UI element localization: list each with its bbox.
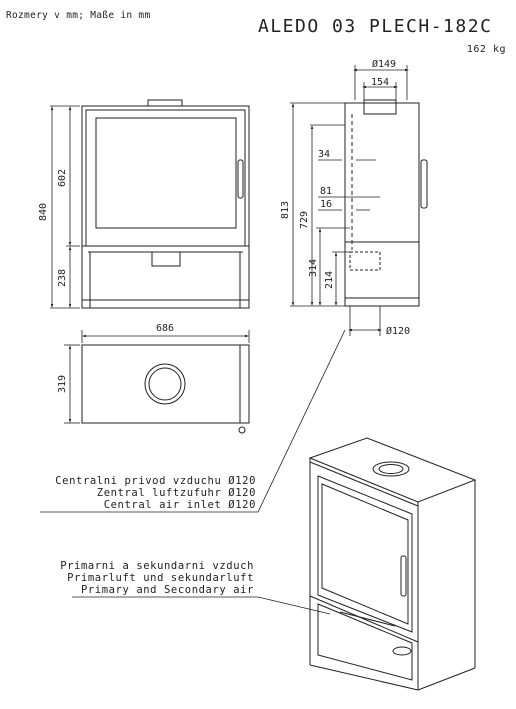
weight-label: 162 kg [466, 44, 506, 55]
front-view [81, 99, 250, 309]
front-body [81, 105, 250, 309]
top-body [81, 344, 250, 424]
dim-top-width: 686 [156, 323, 174, 334]
dim-top-depth: 319 [57, 375, 68, 393]
dim-314: 314 [308, 259, 319, 277]
dim-base-height: 238 [57, 269, 68, 287]
dim-34: 34 [318, 149, 330, 160]
dim-door-height: 602 [57, 169, 68, 187]
note-primary-air-cz: Primarni a sekundarni vzduch [60, 560, 254, 572]
dim-813: 813 [280, 201, 291, 219]
side-dimensions [290, 65, 409, 336]
note-air-inlet-cz: Centralni privod vzduchu Ø120 [55, 475, 256, 487]
front-dimensions [50, 105, 80, 309]
side-view [344, 99, 428, 307]
side-body [344, 102, 420, 307]
dim-flue-width: 154 [371, 77, 389, 88]
note-air-inlet-de: Zentral luftzufuhr Ø120 [97, 487, 256, 499]
side-handle [420, 159, 428, 209]
air-inlet-pipe [349, 251, 381, 271]
dim-inlet-diameter: Ø120 [386, 325, 410, 337]
door-glass-3d [321, 483, 409, 625]
dim-214: 214 [324, 271, 335, 289]
dim-flue-diameter: Ø149 [372, 58, 396, 70]
units-note: Rozmery v mm; Maße in mm [6, 10, 151, 21]
stove-3d-view [308, 437, 477, 691]
note-primary-air-en: Primary and Secondary air [81, 584, 254, 596]
dim-729: 729 [299, 211, 310, 229]
side-flue [363, 99, 397, 115]
dim-81: 81 [320, 186, 332, 197]
top-view [81, 344, 250, 434]
ash-slot [151, 251, 181, 267]
dim-16: 16 [320, 199, 332, 210]
note-primary-air-de: Primarluft und sekundarluft [67, 572, 254, 584]
door-handle-3d [400, 555, 407, 597]
model-title: ALEDO 03 PLECH-182C [258, 16, 493, 37]
top-handle-knob [238, 426, 246, 434]
door-frame-3d [317, 475, 413, 633]
flue-collar [147, 99, 183, 107]
door-glass [95, 117, 237, 229]
top-plate [308, 437, 477, 503]
dim-total-height: 840 [38, 203, 49, 221]
door-handle [237, 159, 244, 199]
leader-lines [40, 329, 346, 615]
top-dimensions [64, 330, 250, 424]
top-flue-outer [144, 363, 186, 405]
base-opening-3d [317, 603, 413, 681]
note-air-inlet-en: Central air inlet Ø120 [104, 499, 256, 511]
